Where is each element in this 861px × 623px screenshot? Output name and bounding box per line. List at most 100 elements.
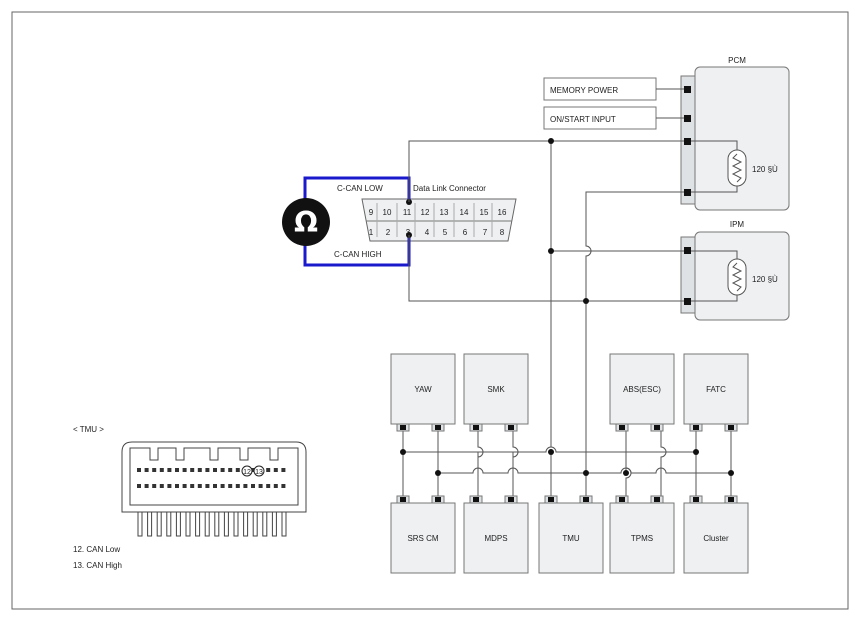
tmu-leg <box>214 511 220 537</box>
tmu-cavity <box>243 484 248 488</box>
tmu-leg <box>281 511 287 537</box>
ipm-resistor-wire <box>691 250 738 302</box>
bus-line-low <box>403 446 696 453</box>
tmu-cavity <box>137 484 141 488</box>
module-srs-cm: SRS CM <box>390 495 456 574</box>
tmu-pin-13-label: 13 <box>255 469 263 476</box>
module-fatc: FATC <box>683 353 749 432</box>
tmu-cavity <box>197 484 202 488</box>
dlc-pin-number: 13 <box>440 208 449 217</box>
ohm-symbol: Ω <box>294 206 318 239</box>
tmu-cavity <box>152 468 157 472</box>
tmu-cavity <box>167 468 172 472</box>
tmu-leg <box>243 511 249 537</box>
pcm-title: PCM <box>728 56 746 65</box>
tmu-cavity <box>205 468 210 472</box>
dlc-pin-number: 7 <box>483 228 488 237</box>
tmu-leg <box>156 511 162 537</box>
ipm-pin <box>684 247 691 254</box>
dlc-pin-number: 5 <box>443 228 448 237</box>
tmu-cavity <box>213 468 217 472</box>
tmu-cavity <box>281 484 286 488</box>
tmu-cavity <box>182 484 187 488</box>
tmu-leg <box>137 511 143 537</box>
module-pin <box>435 425 441 430</box>
ipm-title: IPM <box>730 220 745 229</box>
tmu-cavity <box>235 468 240 472</box>
module-label: SMK <box>487 385 505 394</box>
module-pin <box>728 497 734 502</box>
tmu-cavity <box>258 484 263 488</box>
module-box <box>609 353 675 425</box>
junction-dot <box>583 298 589 304</box>
module-pin <box>583 497 589 502</box>
tmu-cavity <box>190 484 195 488</box>
dlc-title: Data Link Connector <box>413 184 486 193</box>
module-pin <box>619 425 625 430</box>
tpms-drop-a <box>625 452 632 496</box>
module-box <box>538 502 604 574</box>
module-label: TMU <box>562 534 580 543</box>
on-start-input-label: ON/START INPUT <box>550 115 616 124</box>
module-label: ABS(ESC) <box>623 385 661 394</box>
tmu-leg <box>262 511 268 537</box>
tmu-cavity <box>205 484 210 488</box>
module-yaw: YAW <box>390 353 456 432</box>
dlc-pin-number: 14 <box>460 208 469 217</box>
module-cluster: Cluster <box>683 495 749 574</box>
module-pin <box>548 497 554 502</box>
module-box <box>683 502 749 574</box>
module-pin <box>473 425 479 430</box>
tmu-cavity <box>167 484 172 488</box>
tmu-cavity <box>228 468 233 472</box>
tmu-cavity <box>159 468 164 472</box>
pcm-resistor-value: 120 §Ù <box>752 165 778 174</box>
module-label: TPMS <box>631 534 653 543</box>
junction-dot <box>435 470 441 476</box>
modules-top-row: YAW SMK ABS(ESC) FATC <box>390 353 749 432</box>
module-mdps: MDPS <box>463 495 529 574</box>
module-label: MDPS <box>484 534 507 543</box>
tmu-cavity <box>281 468 286 472</box>
pcm-pin <box>684 189 691 196</box>
tmu-cavity <box>266 484 271 488</box>
dlc-pin-number: 10 <box>383 208 392 217</box>
junction-dot <box>400 449 406 455</box>
tmu-leg <box>185 511 191 537</box>
module-pin <box>435 497 441 502</box>
tmu-cavity <box>197 468 202 472</box>
module-label: SRS CM <box>407 534 438 543</box>
module-box <box>390 502 456 574</box>
pcm-pin <box>684 115 691 122</box>
tmu-cavity <box>152 484 157 488</box>
tmu-leg <box>147 511 153 537</box>
ipm-resistor-symbol <box>731 262 743 292</box>
tmu-legend-can-high: 13. CAN High <box>73 561 122 570</box>
pcm-resistor-wire <box>691 140 738 193</box>
dlc-pin-number: 6 <box>463 228 468 237</box>
tmu-pin-12-label: 12 <box>243 469 251 476</box>
junction-dot <box>548 138 554 144</box>
dlc-pin-number: 9 <box>369 208 374 217</box>
module-tpms: TPMS <box>609 495 675 574</box>
junction-dot <box>693 449 699 455</box>
pcm-resistor-symbol <box>731 153 743 183</box>
module-box <box>609 502 675 574</box>
junction-dot <box>728 470 734 476</box>
module-pin <box>508 497 514 502</box>
dlc-pin-number: 15 <box>480 208 489 217</box>
dlc-pin-number: 12 <box>421 208 430 217</box>
tmu-leg <box>166 511 172 537</box>
module-pin <box>693 425 699 430</box>
tmu-cavity <box>220 484 225 488</box>
module-pin <box>400 497 406 502</box>
dlc-pin-number: 1 <box>369 228 374 237</box>
module-label: FATC <box>706 385 726 394</box>
tmu-cavity <box>190 468 195 472</box>
tmu-pin-12-marker <box>241 465 253 477</box>
module-label: Cluster <box>703 534 729 543</box>
tmu-leg <box>271 511 277 537</box>
tmu-connector-face <box>129 447 299 506</box>
dlc-pin-number: 11 <box>403 208 412 217</box>
